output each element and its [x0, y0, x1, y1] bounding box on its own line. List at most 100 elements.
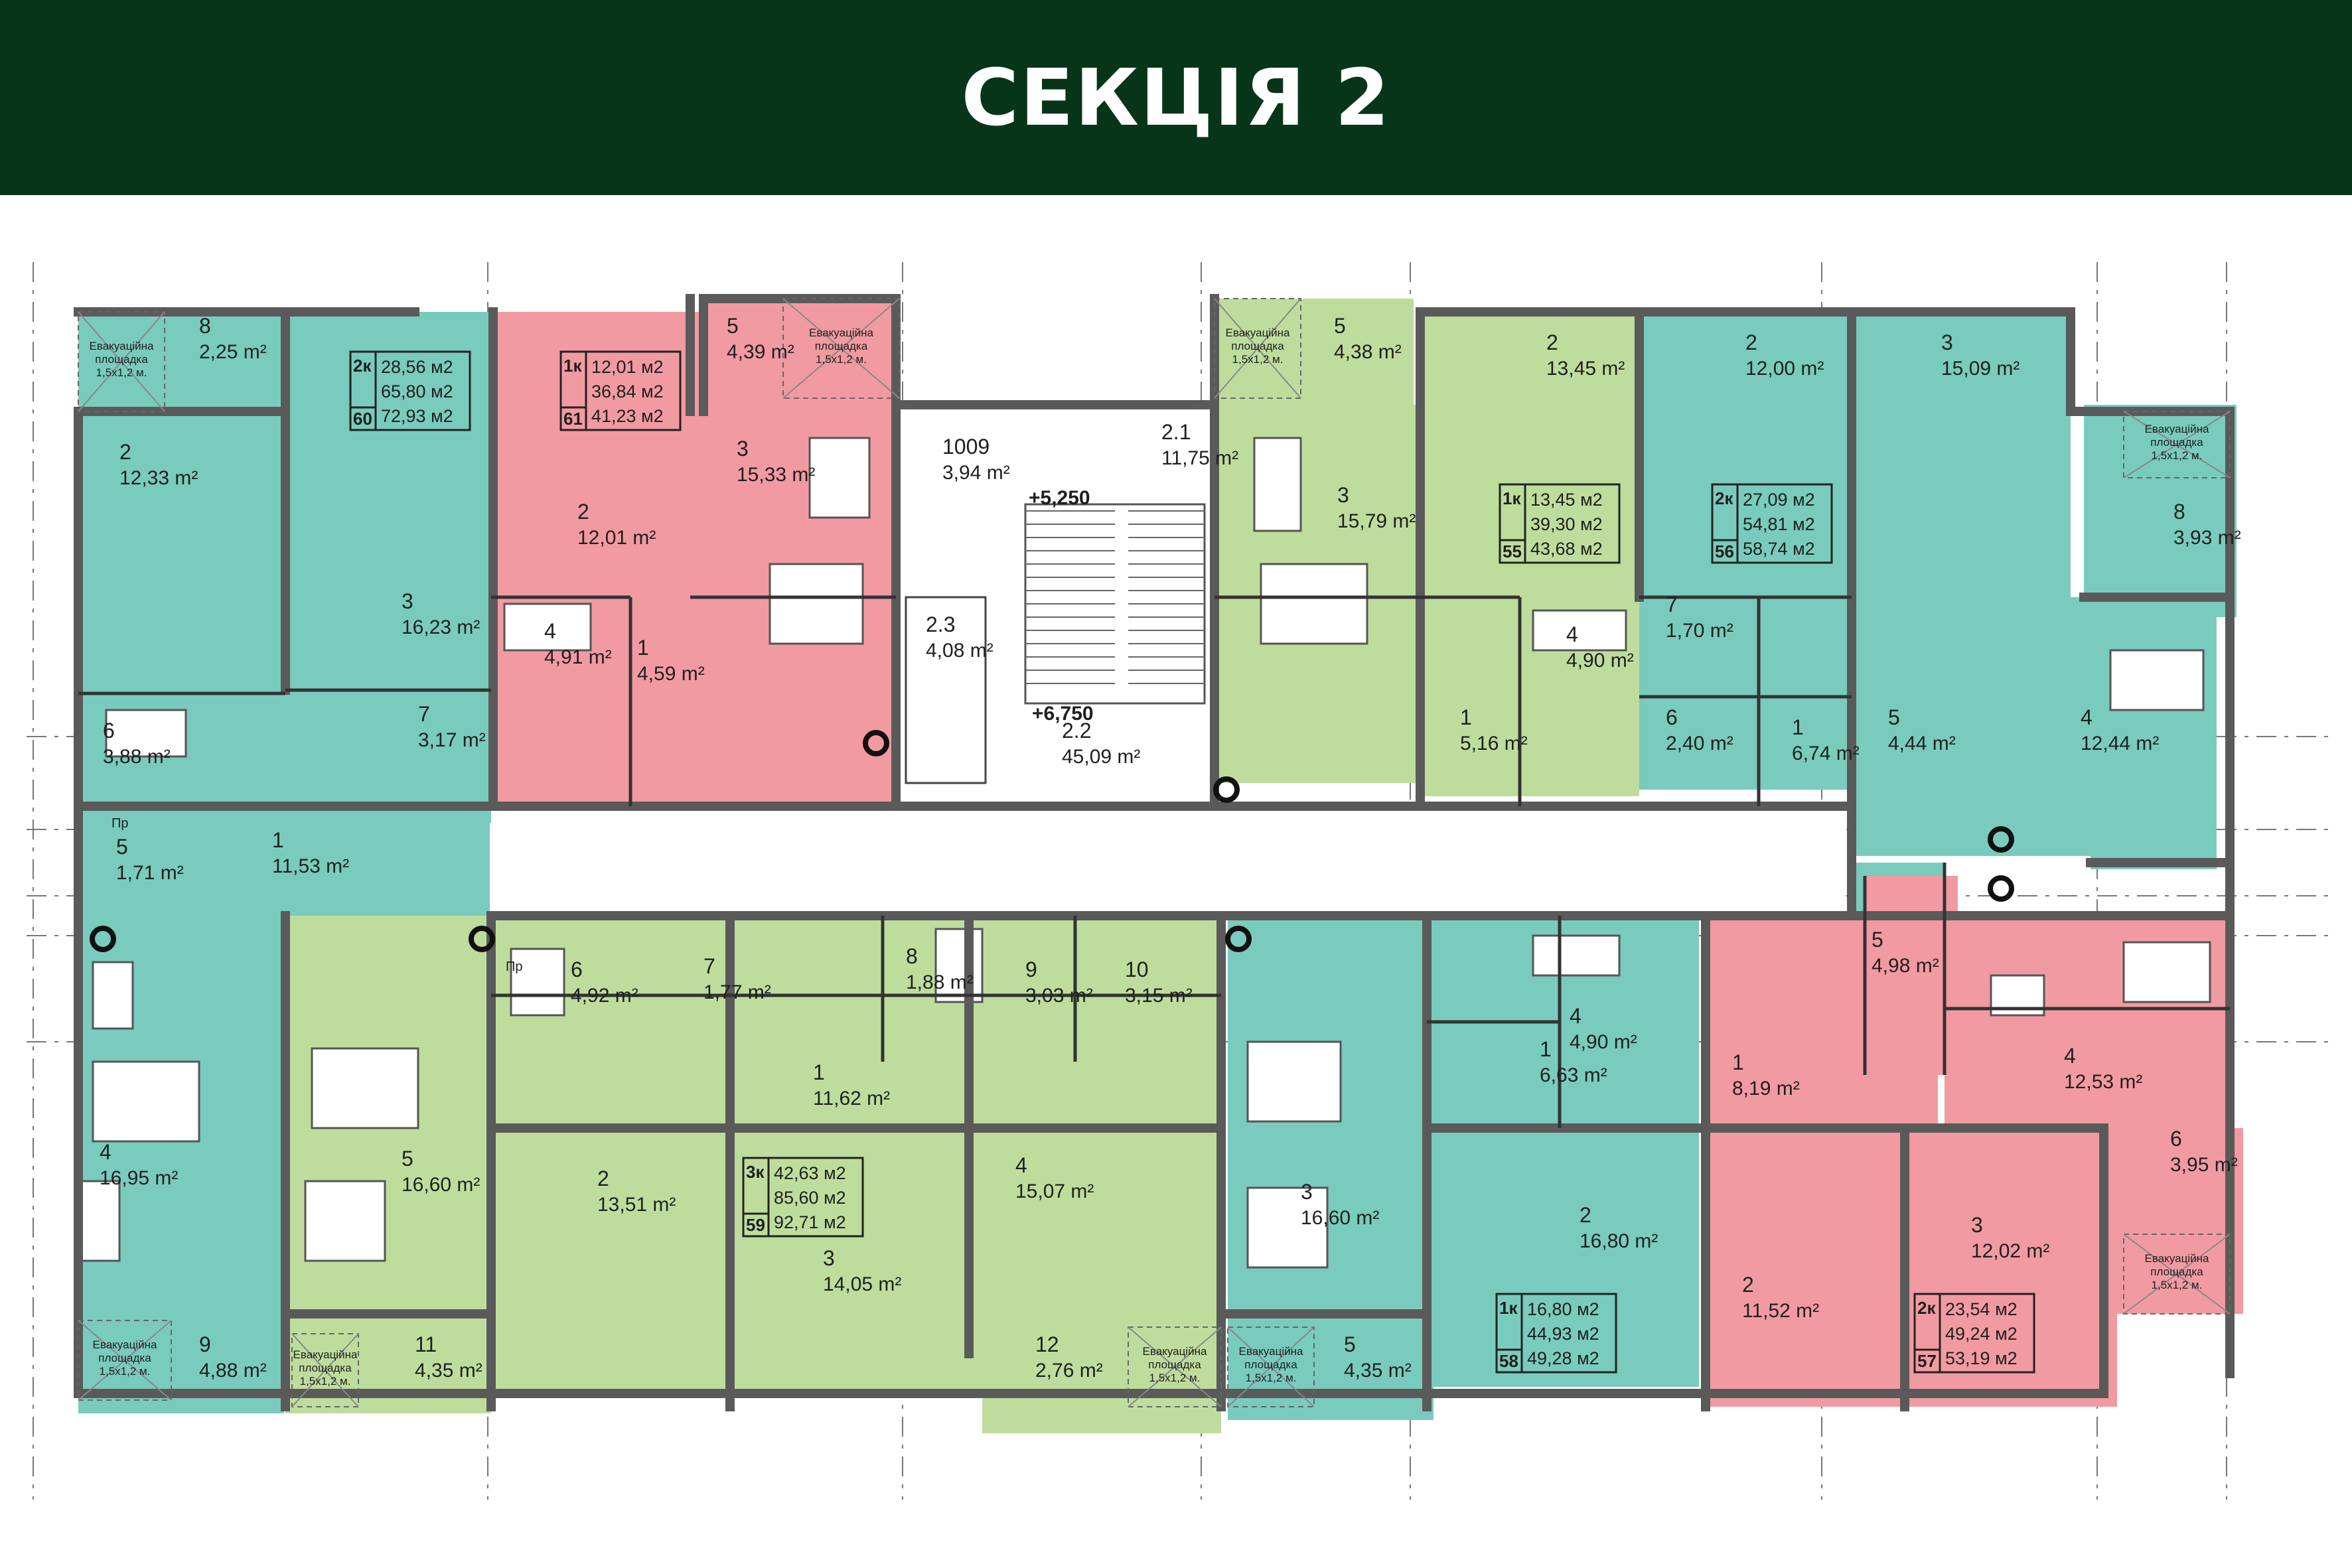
room-area: 15,09 m²: [1941, 358, 2020, 380]
room-number: 4: [2081, 705, 2093, 729]
furniture-item: [92, 1060, 200, 1143]
room-label: 54,44 m²: [1888, 705, 1956, 754]
room-area: 12,44 m²: [2081, 733, 2159, 754]
room-label: 51,71 m²: [116, 835, 184, 884]
room-label: 54,35 m²: [1344, 1332, 1412, 1382]
room-number: 1: [637, 636, 649, 660]
staircase: [90, 503, 2014, 952]
apartment-area: 44,93 м2: [1527, 1324, 1599, 1344]
room-area: 12,33 m²: [119, 467, 198, 489]
room-label: 316,60 m²: [1301, 1180, 1379, 1229]
room-area: 13,51 m²: [597, 1194, 676, 1216]
room-number: 2: [1546, 330, 1558, 354]
room-fill: [2084, 405, 2237, 617]
platform-cross: [2123, 1234, 2231, 1315]
riser-marker: [863, 730, 889, 756]
apartment-area: 23,54 м2: [1945, 1299, 2018, 1319]
room-number: 5: [1334, 314, 1346, 338]
apartment-rooms: 2к: [353, 356, 372, 376]
room-label: 93,03 m²: [1025, 958, 1093, 1007]
room-number: 5: [1872, 928, 1883, 952]
furniture-item: [1532, 934, 1621, 977]
room-label: 122,76 m²: [1035, 1332, 1103, 1382]
room-number: 5: [727, 314, 739, 338]
apartment-area: 42,63 м2: [774, 1163, 846, 1183]
room-area: 1,88 m²: [906, 971, 974, 993]
evacuation-label: Евакуаційна: [93, 1338, 157, 1351]
tag-frame: [1495, 1293, 1617, 1374]
room-area: 4,38 m²: [1334, 341, 1402, 363]
platform-cross: [2123, 411, 2231, 478]
riser-marker: [90, 926, 116, 952]
evacuation-label: 1,5х1,2 м.: [1232, 353, 1284, 366]
room-label: 71,70 m²: [1666, 593, 1733, 642]
apartment-area: 54,81 м2: [1743, 514, 1815, 534]
platform-outline: [2123, 411, 2231, 478]
room-area: 4,88 m²: [199, 1360, 267, 1382]
room-area: 4,98 m²: [1872, 955, 1939, 977]
room-label: 216,80 m²: [1580, 1203, 1658, 1252]
room-number: 3: [823, 1246, 835, 1270]
apartment-area: 72,93 м2: [381, 406, 453, 426]
room-area: 15,33 m²: [737, 464, 815, 486]
room-area: 16,95 m²: [100, 1167, 178, 1189]
room-area: 11,52 m²: [1742, 1300, 1819, 1322]
room-number: 1: [1460, 705, 1472, 729]
platform-cross: [1128, 1326, 1222, 1407]
platform-outline: [1227, 1326, 1315, 1407]
evacuation-label: 1,5х1,2 м.: [816, 353, 867, 366]
room-area: 3,03 m²: [1025, 985, 1093, 1007]
room-area: 15,07 m²: [1015, 1180, 1094, 1202]
room-number: 2: [597, 1167, 609, 1190]
apartment-area: 16,80 м2: [1527, 1299, 1599, 1319]
room-area: 12,01 m²: [577, 527, 656, 549]
room-number: 2: [1580, 1203, 1591, 1227]
evacuation-label: Евакуаційна: [90, 340, 154, 352]
room-fill: [2091, 591, 2217, 869]
room-label: 315,09 m²: [1941, 330, 2020, 380]
room-number: 10: [1125, 958, 1149, 981]
furniture-item: [1253, 437, 1302, 532]
room-label: 64,92 m²: [571, 958, 638, 1007]
furniture-item: [510, 948, 565, 1017]
walls-layer: [74, 294, 2235, 1411]
room-fill: [491, 916, 1221, 1115]
room-label: 2 13,51 m²: [597, 1167, 676, 1216]
room-fill: [1214, 299, 1414, 405]
room-area: 4,35 m²: [1344, 1360, 1412, 1382]
apartment-rooms: 1к: [1503, 488, 1521, 508]
furniture-item: [92, 961, 134, 1030]
room-number: 8: [199, 314, 211, 338]
evacuation-label: Евакуаційна: [2145, 423, 2209, 435]
apartment-area: 58,74 м2: [1743, 539, 1815, 559]
room-label: 73,17 m²: [418, 702, 486, 751]
evacuation-label: площадка: [2150, 436, 2203, 449]
furniture-item: [808, 437, 871, 519]
room-number: 12: [1035, 1332, 1059, 1356]
room-label: 213,45 m²: [1546, 330, 1625, 380]
tag-pr: Пр: [506, 960, 523, 974]
room-fill: [982, 1327, 1221, 1433]
room-area: 4,92 m²: [571, 985, 638, 1007]
room-area: 16,60 m²: [1301, 1207, 1379, 1229]
apartment-area: 27,09 м2: [1743, 490, 1815, 510]
room-area: 3,15 m²: [1125, 985, 1193, 1007]
riser-marker: [1988, 875, 2014, 902]
room-label: 2.245,09 m²: [1062, 719, 1140, 768]
apartment-rooms: 1к: [1499, 1298, 1518, 1318]
room-number: 4: [2064, 1044, 2076, 1068]
platform-outline: [291, 1333, 359, 1407]
room-label: 2.34,08 m²: [926, 612, 993, 662]
furniture-item: [78, 1180, 121, 1262]
room-label: 212,33 m²: [119, 440, 198, 489]
evacuation-label: 1,5х1,2 м.: [2152, 1279, 2203, 1291]
room-label: 81,88 m²: [906, 944, 974, 993]
tag-frame: [1913, 1293, 2035, 1374]
room-number: 1: [272, 828, 284, 852]
room-number: 5: [402, 1147, 413, 1171]
